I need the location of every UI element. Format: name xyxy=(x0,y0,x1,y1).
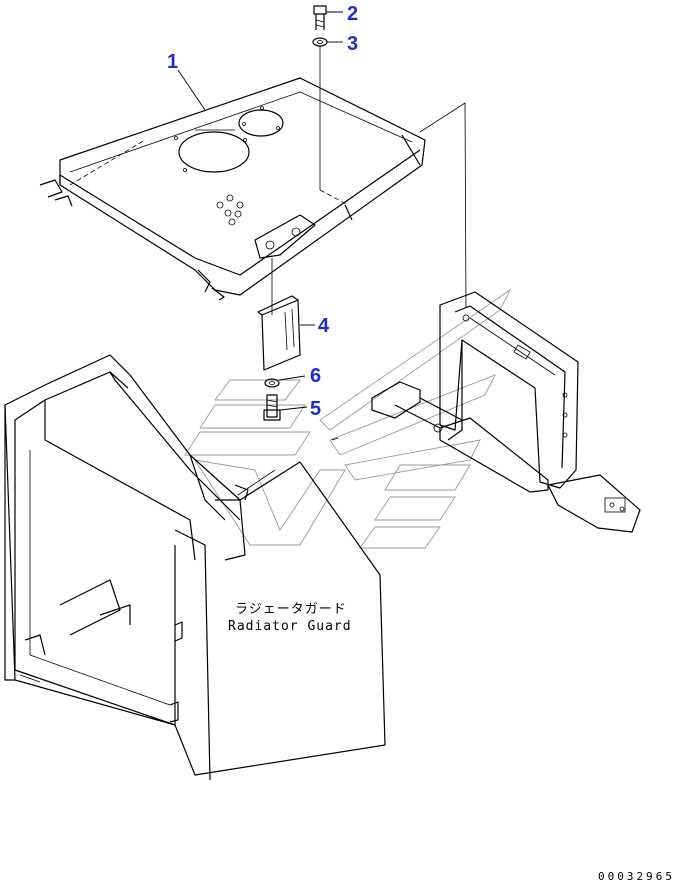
center-line-shroud xyxy=(237,469,276,496)
guard-frame xyxy=(371,291,641,533)
document-number: 00032965 xyxy=(598,870,675,883)
callout-4: 4 xyxy=(318,315,330,337)
center-line-frame xyxy=(419,102,467,309)
guard-label-japanese: ラジェータガード xyxy=(235,602,347,617)
radiator-guard-shroud xyxy=(4,354,386,781)
center-mark xyxy=(331,437,339,441)
callout-1: 1 xyxy=(167,51,178,73)
bracket-plate xyxy=(257,295,301,371)
callout-5: 5 xyxy=(310,398,321,420)
washer-top xyxy=(312,37,328,47)
top-cover-plate xyxy=(39,77,426,301)
callout-3: 3 xyxy=(347,33,358,55)
bolt-lower xyxy=(263,394,281,421)
bolt-top xyxy=(313,5,327,30)
center-line-top-hidden xyxy=(319,189,349,206)
washer-lower xyxy=(264,378,280,388)
guard-label-english: Radiator Guard xyxy=(228,619,352,634)
leader-lines xyxy=(177,11,343,411)
callout-2: 2 xyxy=(347,3,358,25)
callout-6: 6 xyxy=(310,365,321,387)
